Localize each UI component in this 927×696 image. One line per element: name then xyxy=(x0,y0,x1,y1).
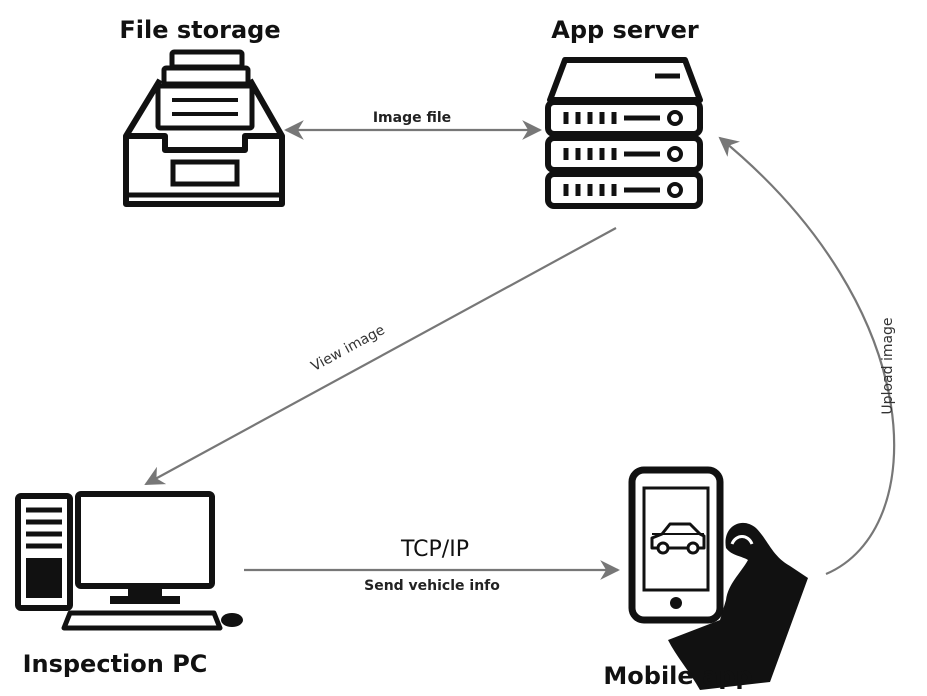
server-rack-icon xyxy=(545,57,703,209)
view-image-label: View image xyxy=(309,322,388,375)
view-image-arrow xyxy=(144,227,617,485)
inspection-pc-label: Inspection PC xyxy=(23,650,208,678)
upload-image-arrow xyxy=(718,136,896,576)
send-vehicle-info-label: Send vehicle info xyxy=(364,578,500,594)
image-file-label: Image file xyxy=(373,110,451,126)
mobile-app-label: Mobile app xyxy=(603,662,752,690)
car-icon xyxy=(650,522,706,555)
smartphone-hand-icon xyxy=(628,466,808,690)
file-storage-label: File storage xyxy=(119,16,280,44)
desktop-computer-icon xyxy=(15,491,243,631)
upload-image-label: Upload image xyxy=(880,317,896,414)
tcp-ip-label: TCP/IP xyxy=(400,537,469,562)
file-cabinet-icon xyxy=(123,49,285,207)
app-server-label: App server xyxy=(551,16,699,44)
